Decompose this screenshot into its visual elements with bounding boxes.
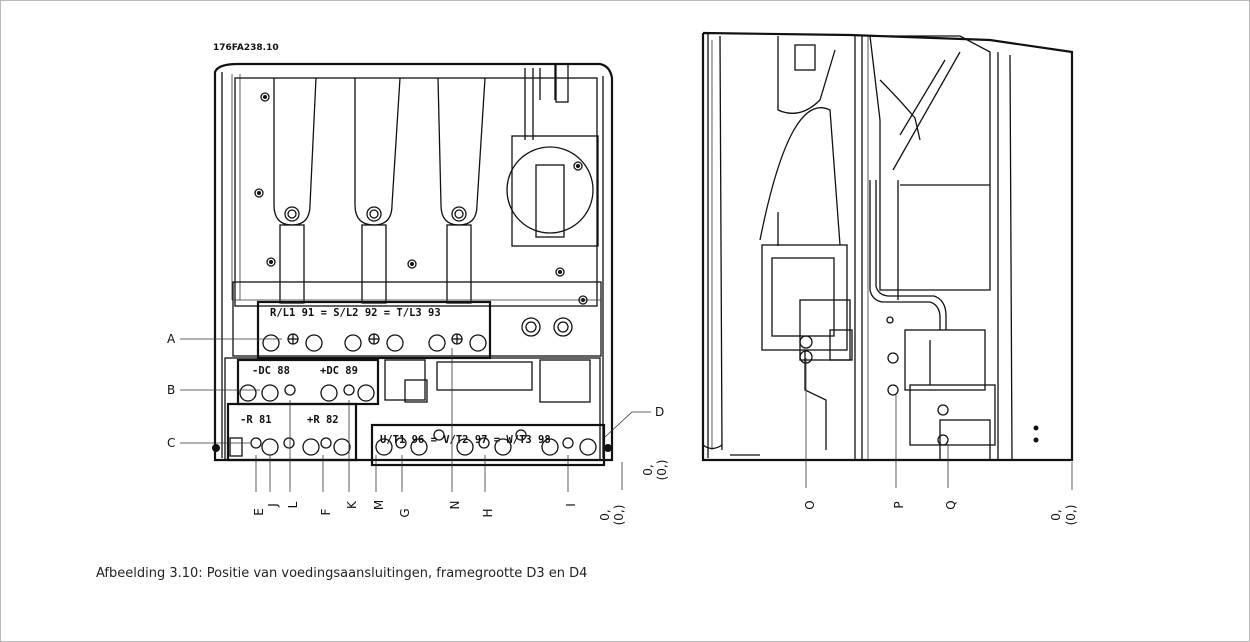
- mains-bolts: [262, 333, 487, 352]
- callout-d: D: [655, 405, 664, 419]
- busbar-l2: [354, 77, 401, 226]
- ground-mark-1-a: 0,: [641, 464, 655, 475]
- ground-mark-2-b: (0,): [612, 505, 626, 526]
- fan-housing: [506, 146, 594, 234]
- side-ground-mark-b: (0,): [1064, 505, 1078, 526]
- callout-o: O: [803, 500, 817, 509]
- callout-h: H: [481, 508, 495, 517]
- callout-m: M: [372, 500, 386, 510]
- side-enclosure-outline: [701, 31, 1074, 462]
- callout-i: I: [564, 503, 578, 507]
- ground-mark-2-a: 0,: [598, 509, 612, 520]
- motor-terminal-block: [370, 423, 606, 467]
- busbar-l3: [437, 77, 486, 226]
- ground-mark-1-b: (0,): [655, 460, 669, 481]
- callout-b: B: [167, 383, 175, 397]
- motor-terminal-label: U/T1 96 = V/T2 97 = W/T3 98: [380, 434, 551, 446]
- side-view: [701, 31, 1074, 490]
- front-view: R/L1 91 = S/L2 92 = T/L3 93 -DC 88 +DC 8…: [180, 62, 651, 492]
- figure-caption: Afbeelding 3.10: Positie van voedingsaan…: [96, 566, 588, 581]
- front-enclosure-outline: [213, 62, 614, 462]
- front-callouts: A B C D E J L F K M G N H I 0, (0,) 0, (…: [167, 332, 669, 525]
- callout-k: K: [345, 500, 359, 509]
- callout-e: E: [252, 508, 266, 516]
- callout-g: G: [398, 508, 412, 517]
- callout-f: F: [319, 508, 333, 515]
- callout-q: Q: [944, 500, 958, 509]
- callout-p: P: [892, 501, 906, 508]
- callout-a: A: [167, 332, 176, 346]
- side-callouts: O P Q 0, (0,): [803, 500, 1078, 525]
- figure-code: 176FA238.10: [213, 43, 279, 53]
- callout-c: C: [167, 436, 175, 450]
- mains-terminal-label: R/L1 91 = S/L2 92 = T/L3 93: [270, 307, 441, 319]
- brake-terminal-block: [226, 402, 358, 462]
- r-minus-label: -R 81: [240, 414, 272, 426]
- dc-plus-label: +DC 89: [320, 365, 358, 377]
- side-ground-mark-a: 0,: [1049, 509, 1063, 520]
- callout-j: J: [266, 503, 280, 508]
- busbar-l1: [273, 77, 317, 226]
- callout-n: N: [448, 501, 462, 510]
- side-terminal-block: [904, 329, 986, 391]
- dc-minus-label: -DC 88: [252, 365, 290, 377]
- callout-l: L: [286, 501, 300, 508]
- r-plus-label: +R 82: [307, 414, 339, 426]
- back-plate: [234, 77, 598, 307]
